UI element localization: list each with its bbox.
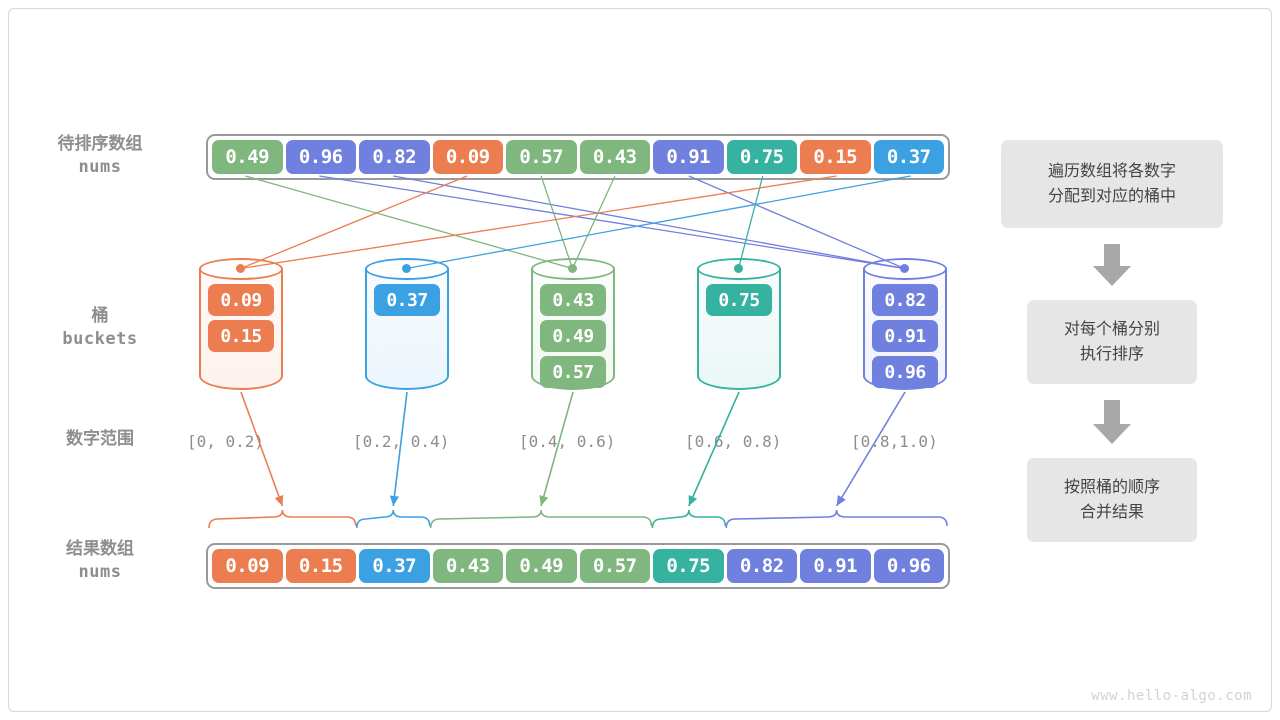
bucket-3: 0.75	[697, 258, 781, 400]
flow-step-2-line1: 对每个桶分别	[1063, 319, 1160, 339]
connector-nums-to-bucket-7	[737, 175, 764, 269]
bucket-1-item-0: 0.37	[374, 284, 440, 316]
result-array-cell-1: 0.15	[285, 549, 356, 583]
result-array-cell-9: 0.96	[873, 549, 944, 583]
arrowhead-bucket-to-result-2	[539, 495, 549, 506]
bucket-2-item-1: 0.49	[540, 320, 606, 352]
arrowhead-bucket-to-result-0	[274, 495, 284, 506]
input-array-cell-4: 0.57	[506, 140, 577, 174]
arrowhead-bucket-to-result-4	[836, 495, 846, 506]
bucket-range-3: [0.6, 0.8)	[685, 432, 782, 451]
input-array-cell-7: 0.75	[726, 140, 797, 174]
label-buckets: 桶 buckets	[10, 305, 190, 351]
result-array-cell-6: 0.75	[653, 549, 724, 583]
connector-nums-to-bucket-5	[571, 175, 616, 269]
bucket-4-item-1: 0.91	[872, 320, 938, 352]
bucket-1-anchor-dot	[402, 264, 411, 273]
result-brace-1	[356, 509, 431, 529]
bucket-3-item-0: 0.75	[706, 284, 772, 316]
bucket-1: 0.37	[365, 258, 449, 400]
flow-step-2: 对每个桶分别 执行排序	[1027, 300, 1197, 384]
flow-step-3-line1: 按照桶的顺序	[1063, 477, 1160, 497]
flow-step-1: 遍历数组将各数字 分配到对应的桶中	[1001, 140, 1223, 228]
bucket-range-0: [0, 0.2)	[187, 432, 265, 451]
result-brace-0	[208, 509, 357, 529]
bucket-4-item-2: 0.96	[872, 356, 938, 388]
bucket-4-items: 0.82 0.91 0.96	[872, 284, 938, 388]
bucket-4: 0.82 0.91 0.96	[863, 258, 947, 400]
label-buckets-cn: 桶	[91, 306, 109, 326]
input-array-cell-5: 0.43	[579, 140, 650, 174]
bucket-0: 0.09 0.15	[199, 258, 283, 400]
connector-nums-to-bucket-2	[393, 175, 905, 270]
result-brace-2	[429, 509, 653, 529]
bucket-0-items: 0.09 0.15	[208, 284, 274, 352]
result-brace-4	[725, 509, 948, 529]
input-array-cell-8: 0.15	[800, 140, 871, 174]
bucket-1-items: 0.37	[374, 284, 440, 316]
bucket-0-item-1: 0.15	[208, 320, 274, 352]
label-result-array: 结果数组 nums	[10, 538, 190, 584]
flow-step-1-line1: 遍历数组将各数字	[1047, 161, 1176, 181]
input-array-cell-2: 0.82	[359, 140, 430, 174]
connector-nums-to-bucket-3	[240, 175, 468, 270]
bucket-2-item-2: 0.57	[540, 356, 606, 388]
label-input-array-mono: nums	[78, 156, 122, 177]
connector-nums-to-bucket-4	[540, 175, 574, 269]
connector-nums-to-bucket-9	[406, 175, 911, 270]
bucket-3-anchor-dot	[734, 264, 743, 273]
connector-nums-to-bucket-0	[245, 175, 573, 270]
bucket-3-items: 0.75	[706, 284, 772, 316]
bucket-2: 0.43 0.49 0.57	[531, 258, 615, 400]
input-array-cell-6: 0.91	[653, 140, 724, 174]
result-brace-3	[651, 509, 727, 529]
arrowhead-bucket-to-result-1	[389, 495, 400, 506]
flow-arrow-2	[1093, 400, 1131, 444]
label-input-array-cn: 待排序数组	[57, 134, 143, 154]
bucket-0-item-0: 0.09	[208, 284, 274, 316]
bucket-range-1: [0.2, 0.4)	[353, 432, 450, 451]
bucket-4-anchor-dot	[900, 264, 909, 273]
flow-step-1-line2: 分配到对应的桶中	[1047, 186, 1176, 205]
bucket-range-4: [0.8,1.0)	[851, 432, 938, 451]
arrowhead-bucket-to-result-3	[688, 494, 698, 506]
bucket-0-anchor-dot	[236, 264, 245, 273]
connector-nums-to-bucket-1	[319, 175, 905, 270]
label-result-array-cn: 结果数组	[66, 539, 134, 559]
input-array-cell-1: 0.96	[285, 140, 356, 174]
input-array-cell-3: 0.09	[432, 140, 503, 174]
flow-step-2-line2: 执行排序	[1079, 344, 1144, 363]
bucket-2-items: 0.43 0.49 0.57	[540, 284, 606, 388]
label-result-array-mono: nums	[78, 561, 122, 582]
label-input-array: 待排序数组 nums	[10, 133, 190, 179]
result-array-cell-4: 0.49	[506, 549, 577, 583]
connector-nums-to-bucket-8	[240, 175, 837, 270]
result-array-cell-5: 0.57	[579, 549, 650, 583]
input-array-cell-9: 0.37	[873, 140, 944, 174]
result-array-cell-2: 0.37	[359, 549, 430, 583]
label-buckets-mono: buckets	[62, 328, 138, 349]
flow-step-3: 按照桶的顺序 合并结果	[1027, 458, 1197, 542]
flow-step-3-line2: 合并结果	[1079, 502, 1144, 521]
flow-arrow-1	[1093, 244, 1131, 286]
bucket-2-item-0: 0.43	[540, 284, 606, 316]
bucket-4-item-0: 0.82	[872, 284, 938, 316]
result-array-cell-3: 0.43	[432, 549, 503, 583]
watermark: www.hello-algo.com	[1091, 688, 1252, 704]
result-array-cell-7: 0.82	[726, 549, 797, 583]
input-array-cell-0: 0.49	[212, 140, 283, 174]
result-array-cell-0: 0.09	[212, 549, 283, 583]
label-number-range: 数字范围	[66, 429, 134, 449]
result-array-cell-8: 0.91	[800, 549, 871, 583]
connector-nums-to-bucket-6	[688, 175, 905, 270]
bucket-range-2: [0.4, 0.6)	[519, 432, 616, 451]
bucket-2-anchor-dot	[568, 264, 577, 273]
